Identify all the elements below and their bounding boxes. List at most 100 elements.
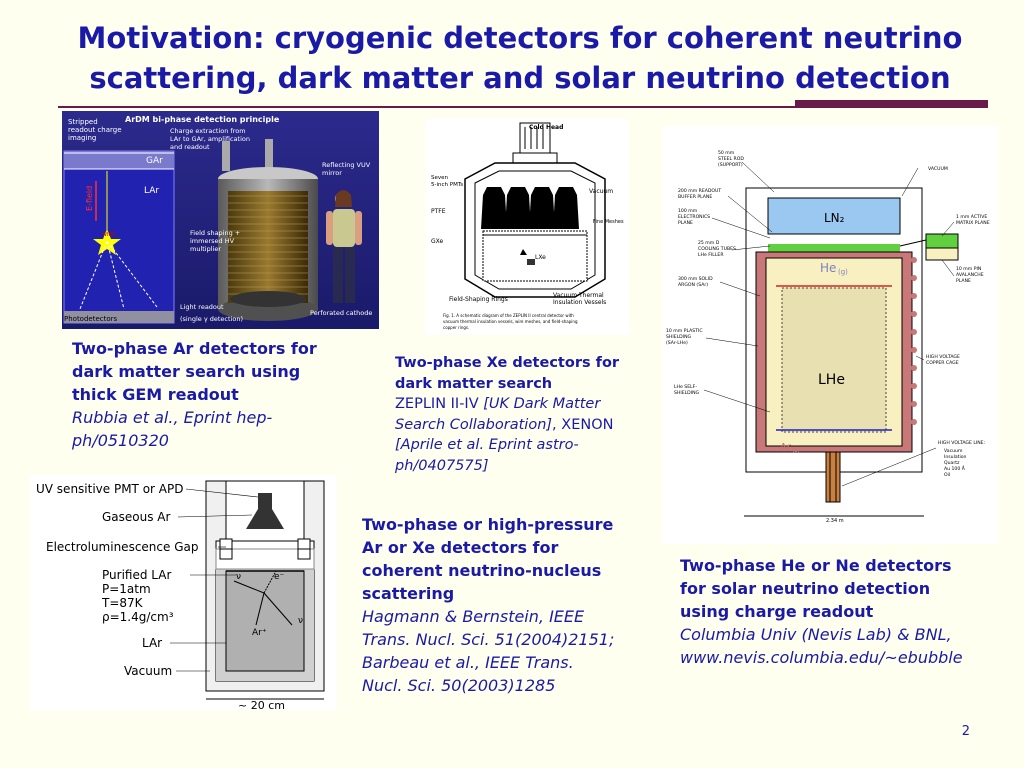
zeplin-fine: Fine Meshes <box>593 219 624 225</box>
lar-ar: Ar⁺ <box>252 628 267 638</box>
he-argon1: 300 mm SOLID <box>678 276 713 282</box>
ardm-charge3: and readout <box>170 143 210 151</box>
he-lhe1: LHe SELF- <box>674 384 697 390</box>
he-elec3: PLANE <box>678 220 693 226</box>
he-steel3: (SUPPORT) <box>718 162 743 168</box>
cap2-l3a: ZEPLIN II-IV <box>395 396 484 412</box>
lar-pur2: P=1atm <box>102 582 151 596</box>
cap3-bold1: Two-phase He or Ne detectors <box>680 556 952 575</box>
he-buffer2: BUFFER PLANE <box>678 194 712 200</box>
lar-pur3: T=87K <box>101 596 144 610</box>
zeplin-rings: Field-Shaping Rings <box>449 296 508 303</box>
he-plast3: (SAr-LHe) <box>666 340 688 346</box>
caption-helium-solar: Two-phase He or Ne detectors for solar n… <box>680 554 1010 669</box>
zeplin-figcap1: Fig. 1. A schematic diagram of the ZEPLI… <box>443 313 574 318</box>
he-cool2: COOLING TUBES <box>698 246 736 252</box>
cap1-bold1: Two-phase Ar detectors for <box>72 339 317 358</box>
zeplin-vacuum: Vacuum <box>589 188 613 195</box>
zeplin-ptfe: PTFE <box>431 208 446 215</box>
he-arsub: (s) <box>792 447 800 454</box>
cap4-bold4: scattering <box>362 584 455 603</box>
ardm-gar: GAr <box>146 156 163 166</box>
he-he: He <box>820 261 836 275</box>
ardm-heading: ArDM bi-phase detection principle <box>125 115 280 124</box>
ardm-reflect1: Reflecting VUV <box>322 161 371 169</box>
cap2-l5: [Aprile et al. Eprint astro- <box>395 437 579 453</box>
he-active1: 1 mm ACTIVE <box>956 214 987 220</box>
he-active2: MATRIX PLANE <box>956 220 990 226</box>
cap4-ref4: Nucl. Sci. 50(2003)1285 <box>362 676 556 695</box>
lar-size: ~ 20 cm <box>238 699 285 711</box>
lar-vac: Vacuum <box>124 664 172 678</box>
ardm-lar: LAr <box>144 186 159 196</box>
lar-nu1: ν <box>236 572 241 582</box>
he-hvl: HIGH VOLTAGE LINE: <box>938 440 986 446</box>
title-rule <box>58 106 988 108</box>
lar-pur1: Purified LAr <box>102 568 171 582</box>
cap4-ref1: Hagmann & Bernstein, IEEE <box>362 607 585 626</box>
he-plast2: SHIELDING <box>666 334 692 340</box>
he-argon2: ARGON (SAr) <box>678 282 708 288</box>
cap3-ref1: Columbia Univ (Nevis Lab) & BNL, <box>680 625 952 644</box>
zeplin-coldhead: Cold Head <box>529 124 563 131</box>
he-vacuum: VACUUM <box>928 166 948 172</box>
zeplin-vessels1: Vacuum Thermal <box>553 292 604 299</box>
cap1-ref1: Rubbia et al., Eprint hep- <box>72 408 273 427</box>
he-hvl1: Vacuum <box>944 448 963 454</box>
lar-pmt: UV sensitive PMT or APD <box>36 482 183 496</box>
cap2-l4b: , XENON <box>552 416 614 433</box>
he-hesub: (g) <box>838 268 848 276</box>
zeplin-vessels2: Insulation Vessels <box>553 299 606 306</box>
zeplin-figure: Cold Head Seven 5-inch PMTs PTFE Vacuum … <box>425 119 629 335</box>
zeplin-figcap3: copper rings. <box>443 325 469 330</box>
he-hvl2: Insulation <box>944 454 967 460</box>
cap2-bold2: dark matter search <box>395 375 553 392</box>
lar-gas: Gaseous Ar <box>102 510 171 524</box>
slide-title: Motivation: cryogenic detectors for cohe… <box>40 18 1000 98</box>
ardm-cathode: Perforated cathode <box>310 309 372 317</box>
ardm-field2: immersed HV <box>190 237 235 245</box>
he-pin1: 10 mm PIN <box>956 266 981 272</box>
ardm-field1: Field shaping + <box>190 229 240 237</box>
ardm-field3: multiplier <box>190 245 221 253</box>
cap1-ref2: ph/0510320 <box>72 431 169 450</box>
he-lhe: LHe <box>818 372 845 388</box>
lar-nu2: ν <box>298 616 303 626</box>
cap2-l3b: [UK Dark Matter <box>483 396 601 412</box>
lar-figure: ν ν e⁻ Ar⁺ ~ 20 cm UV sensitive PMT or A… <box>30 475 337 711</box>
zeplin-figcap2: vacuum thermal insulation vessels, wire … <box>443 319 578 324</box>
cap4-bold2: Ar or Xe detectors for <box>362 538 559 557</box>
cap3-bold3: using charge readout <box>680 602 874 621</box>
ardm-reflect2: mirror <box>322 169 342 177</box>
he-elec1: 100 mm <box>678 208 698 214</box>
lar-lar: LAr <box>142 636 162 650</box>
ardm-photodet: Photodetectors <box>64 315 118 323</box>
lar-e: e⁻ <box>274 572 285 582</box>
he-cool1: 25 mm D <box>698 240 720 246</box>
ardm-figure: GAr LAr Stripped readout charge imaging … <box>62 111 379 329</box>
title-line-1: Motivation: cryogenic detectors for cohe… <box>77 21 963 55</box>
ardm-wimp: WIMP <box>102 232 116 238</box>
cap3-ref2: www.nevis.columbia.edu/~ebubble <box>680 648 963 667</box>
he-pin2: AVALANCHE <box>956 272 984 278</box>
ardm-light2: (single γ detection) <box>180 315 243 323</box>
title-line-2: scattering, dark matter and solar neutri… <box>89 61 951 95</box>
ardm-light1: Light readout <box>180 303 224 311</box>
zeplin-seven1: Seven <box>431 175 449 181</box>
ardm-imaging: imaging <box>68 134 96 142</box>
he-plast1: 10 mm PLASTIC <box>666 328 703 334</box>
he-pin3: PLANE <box>956 278 971 284</box>
cap4-bold3: coherent neutrino-nucleus <box>362 561 602 580</box>
ardm-charge1: Charge extraction from <box>170 127 246 135</box>
he-buffer1: 200 mm READOUT <box>678 188 721 194</box>
cap2-bold1: Two-phase Xe detectors for <box>395 355 620 371</box>
page-number: 2 <box>961 724 970 739</box>
cap4-ref2: Trans. Nucl. Sci. 51(2004)2151; <box>362 630 615 649</box>
caption-xenon-dm: Two-phase Xe detectors for dark matter s… <box>395 353 660 476</box>
ardm-stripped: Stripped <box>68 118 98 126</box>
he-hvl4: Au 100 Å <box>944 465 966 472</box>
caption-argon-dm: Two-phase Ar detectors for dark matter s… <box>72 337 372 452</box>
he-width: 2.34 m <box>826 518 844 524</box>
lar-pur4: ρ=1.4g/cm³ <box>102 610 174 624</box>
he-hvl3: Quartz <box>944 460 960 466</box>
